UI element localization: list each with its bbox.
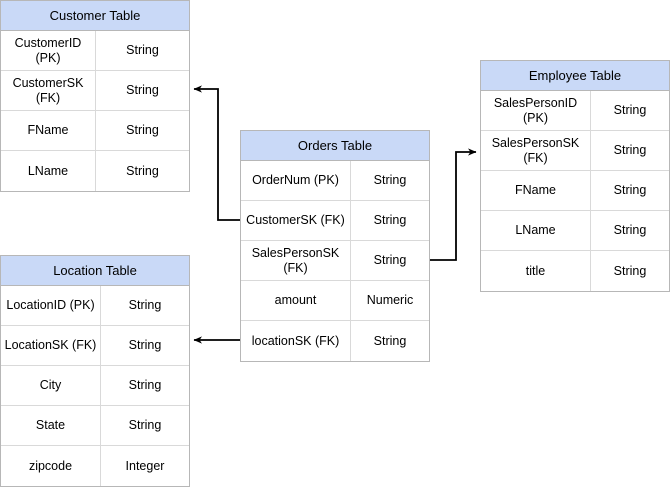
field-name: zipcode <box>1 446 101 486</box>
field-name: OrderNum (PK) <box>241 161 351 200</box>
table-customer-title: Customer Table <box>1 1 189 31</box>
field-name: LName <box>1 151 96 191</box>
table-row[interactable]: CustomerSK (FK) String <box>241 201 429 241</box>
field-type: String <box>613 223 647 238</box>
field-name: amount <box>241 281 351 320</box>
field-type: String <box>613 143 647 158</box>
table-row[interactable]: LocationID (PK) String <box>1 286 189 326</box>
table-row[interactable]: City String <box>1 366 189 406</box>
field-type: String <box>128 378 162 393</box>
field-name: City <box>1 366 101 405</box>
table-row[interactable]: CustomerID (PK) String <box>1 31 189 71</box>
field-name: LocationID (PK) <box>1 286 101 325</box>
field-name: CustomerID (PK) <box>1 31 96 70</box>
table-row[interactable]: OrderNum (PK) String <box>241 161 429 201</box>
field-name: SalesPersonSK (FK) <box>481 131 591 170</box>
table-row[interactable]: State String <box>1 406 189 446</box>
field-type: String <box>373 333 407 348</box>
field-type: String <box>126 43 159 58</box>
field-type: String <box>126 163 159 178</box>
field-type: String <box>613 103 647 118</box>
field-type: String <box>126 83 159 98</box>
table-row[interactable]: locationSK (FK) String <box>241 321 429 361</box>
table-row[interactable]: zipcode Integer <box>1 446 189 486</box>
table-row[interactable]: title String <box>481 251 669 291</box>
table-row[interactable]: amount Numeric <box>241 281 429 321</box>
field-type: Numeric <box>366 293 414 308</box>
field-type: String <box>613 263 647 278</box>
field-type: String <box>128 298 162 313</box>
field-name: FName <box>481 171 591 210</box>
field-name: State <box>1 406 101 445</box>
field-name: CustomerSK (FK) <box>1 71 96 110</box>
table-row[interactable]: SalesPersonSK (FK) String <box>481 131 669 171</box>
field-name: locationSK (FK) <box>241 321 351 361</box>
field-type: String <box>613 183 647 198</box>
table-row[interactable]: LName String <box>481 211 669 251</box>
table-row[interactable]: FName String <box>481 171 669 211</box>
table-location-title: Location Table <box>1 256 189 286</box>
table-row[interactable]: LocationSK (FK) String <box>1 326 189 366</box>
field-type: String <box>128 338 162 353</box>
field-name: LocationSK (FK) <box>1 326 101 365</box>
table-row[interactable]: LName String <box>1 151 189 191</box>
table-row[interactable]: FName String <box>1 111 189 151</box>
field-name: SalesPersonSK (FK) <box>241 241 351 280</box>
table-row[interactable]: CustomerSK (FK) String <box>1 71 189 111</box>
field-type: String <box>373 173 407 188</box>
field-name: FName <box>1 111 96 150</box>
field-name: SalesPersonID (PK) <box>481 91 591 130</box>
field-name: LName <box>481 211 591 250</box>
field-type: Integer <box>125 458 165 473</box>
connector-orders-employee <box>430 148 477 261</box>
field-type: String <box>373 213 407 228</box>
table-employee-title: Employee Table <box>481 61 669 91</box>
table-row[interactable]: SalesPersonID (PK) String <box>481 91 669 131</box>
table-orders-title: Orders Table <box>241 131 429 161</box>
field-type: String <box>126 123 159 138</box>
field-name: title <box>481 251 591 291</box>
field-type: String <box>128 418 162 433</box>
connector-orders-customer <box>193 85 240 221</box>
table-row[interactable]: SalesPersonSK (FK) String <box>241 241 429 281</box>
field-name: CustomerSK (FK) <box>241 201 351 240</box>
field-type: String <box>373 253 407 268</box>
